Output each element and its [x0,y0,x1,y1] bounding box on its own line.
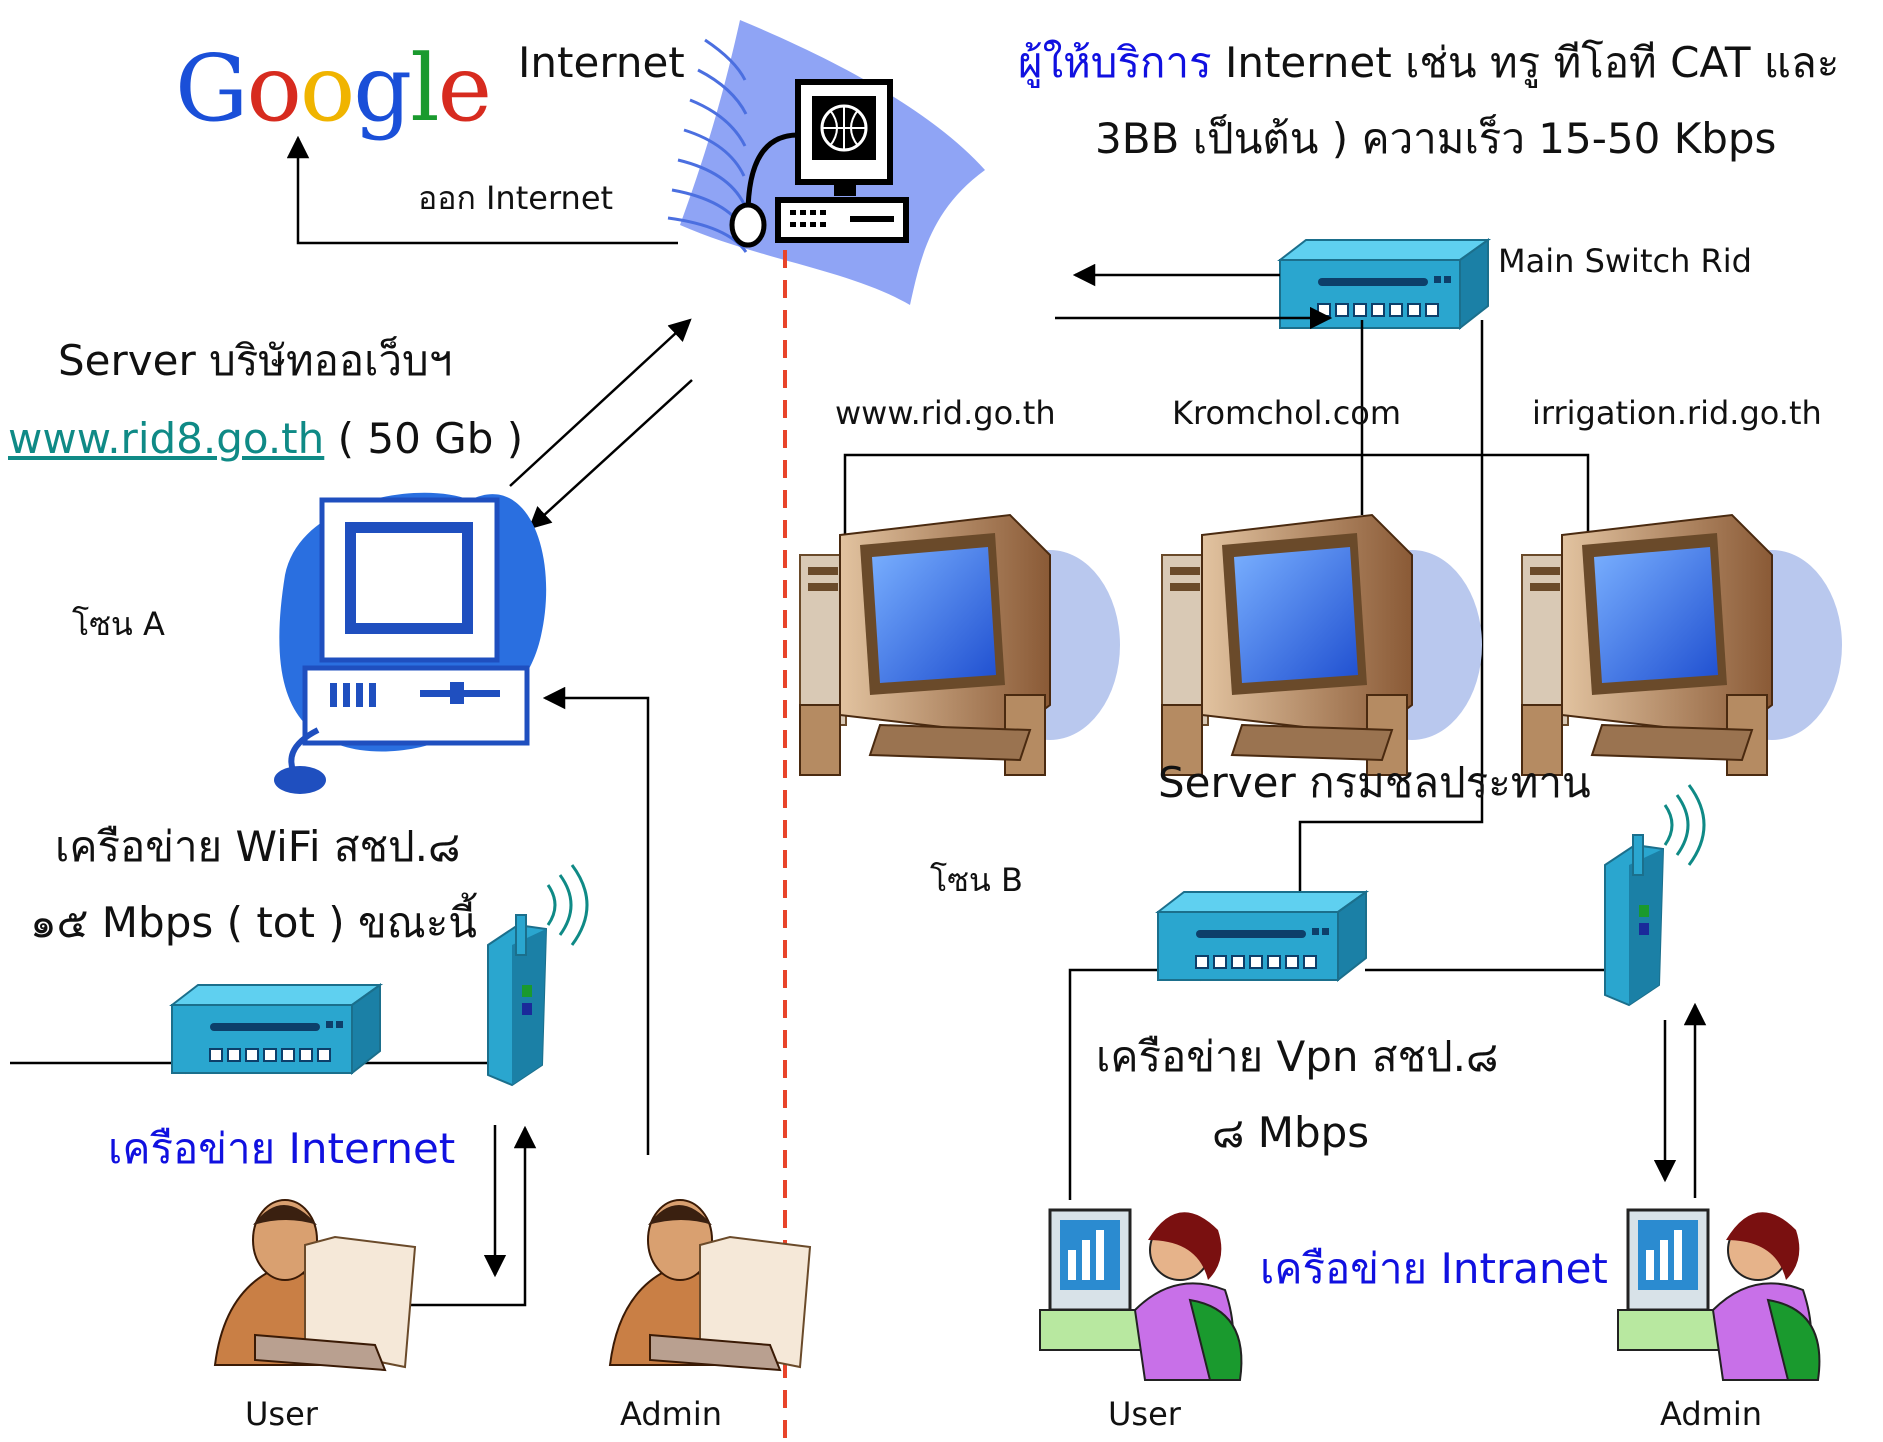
main-switch-label: Main Switch Rid [1498,242,1752,280]
server-company-label: Server บริษัทออเว็บฯ [58,336,453,385]
wifi-network-label: เครือข่าย WiFi สชป.๘ [55,822,461,871]
provider-line1: ผู้ให้บริการ Internet เช่น ทรู ทีโอที CA… [1018,42,1839,84]
user-person-icon [214,1199,416,1371]
server-size: ( 50 Gb ) [337,414,524,463]
server-label-rid: www.rid.go.th [835,394,1056,432]
provider-rest: Internet เช่น ทรู ทีโอที CAT และ [1211,38,1840,87]
server-url-link[interactable]: www.rid8.go.th [8,414,325,463]
internet-computer-icon [729,79,909,248]
server-irrigation-icon [1521,514,1843,776]
server-url-line: www.rid8.go.th ( 50 Gb ) [8,418,523,460]
wifi-access-point-icon [486,863,589,1087]
logo-letter: l [410,35,439,142]
google-logo: Google [175,35,492,142]
internet-title: Internet [518,38,685,87]
admin-label: Admin [620,1395,722,1433]
vpn-switch-icon [1157,891,1367,981]
right-connectors [843,263,1707,1200]
server-rid-icon [799,514,1121,776]
server-kromchol-icon [1161,514,1483,776]
intranet-admin-person-icon [1616,1208,1821,1382]
provider-highlight: ผู้ให้บริการ [1018,38,1212,87]
exit-internet-label: ออก Internet [418,179,614,217]
intranet-user-label: User [1108,1395,1181,1433]
company-server-icon [274,492,547,794]
server-label-kromchol: Kromchol.com [1172,394,1402,432]
vpn-speed-label: ๘ Mbps [1212,1108,1370,1157]
intranet-admin-label: Admin [1660,1395,1762,1433]
admin-person-icon [609,1199,811,1371]
vpn-access-point-icon [1603,783,1706,1007]
logo-letter: G [175,35,248,142]
vpn-network-label: เครือข่าย Vpn สชป.๘ [1096,1032,1499,1081]
logo-letter: g [353,35,412,142]
intranet-user-person-icon [1038,1208,1243,1382]
wifi-speed-label: ๑๕ Mbps ( tot ) ขณะนี้ [30,898,477,947]
main-switch-icon [1279,239,1489,329]
server-label-irrigation: irrigation.rid.go.th [1532,394,1822,432]
logo-letter: o [299,35,355,142]
intranet-network-label: เครือข่าย Intranet [1260,1244,1608,1293]
wifi-switch-icon [171,984,381,1074]
server-dept-label: Server กรมชลประทาน [1158,758,1591,807]
logo-letter: e [437,35,492,142]
user-label: User [245,1395,318,1433]
zone-b-label: โซน B [930,861,1023,899]
zone-a-label: โซน A [72,605,165,643]
provider-line2: 3BB เป็นต้น ) ความเร็ว 15-50 Kbps [1095,114,1777,163]
internet-network-label: เครือข่าย Internet [108,1124,456,1173]
logo-letter: o [246,35,302,142]
